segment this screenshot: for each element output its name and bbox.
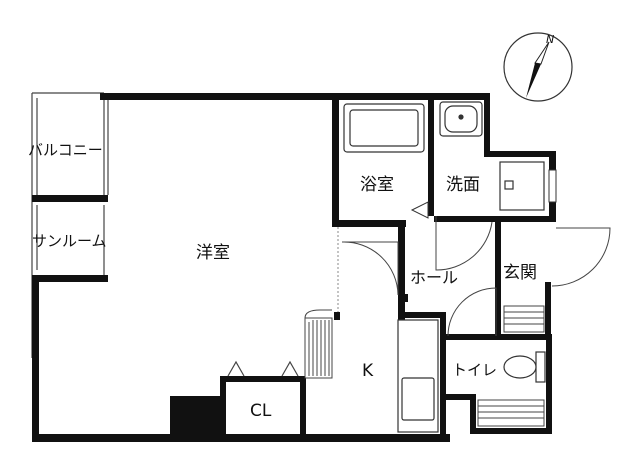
- compass-north-label: N: [546, 33, 554, 46]
- bathtub: [343, 103, 425, 153]
- kitchen-label: K: [362, 361, 374, 381]
- washroom-window: [548, 169, 557, 203]
- washing-machine: [499, 161, 545, 211]
- sunroom-label: サンルーム: [32, 232, 107, 250]
- washbasin: [439, 101, 483, 137]
- bathroom-label: 浴室: [360, 175, 394, 195]
- western-room-label: 洋室: [196, 243, 230, 263]
- balcony-outline: [31, 92, 109, 359]
- toilet-label: トイレ: [452, 361, 497, 379]
- door-swings: [341, 216, 611, 337]
- storage-steps: [304, 309, 333, 379]
- hall-label: ホール: [410, 268, 458, 287]
- kitchen-counter: [397, 319, 439, 433]
- balcony-label: バルコニー: [28, 141, 103, 159]
- entrance-step: [503, 305, 545, 333]
- compass-icon: N: [503, 32, 573, 102]
- bathroom-door: [410, 201, 429, 219]
- toilet-fixture: [503, 351, 546, 383]
- closet-label: CL: [250, 401, 272, 421]
- entrance-label: 玄関: [503, 263, 537, 283]
- closet-doors: [227, 360, 299, 377]
- walls: [32, 93, 556, 442]
- shoe-storage: [477, 399, 545, 427]
- washroom-label: 洗面: [446, 175, 480, 195]
